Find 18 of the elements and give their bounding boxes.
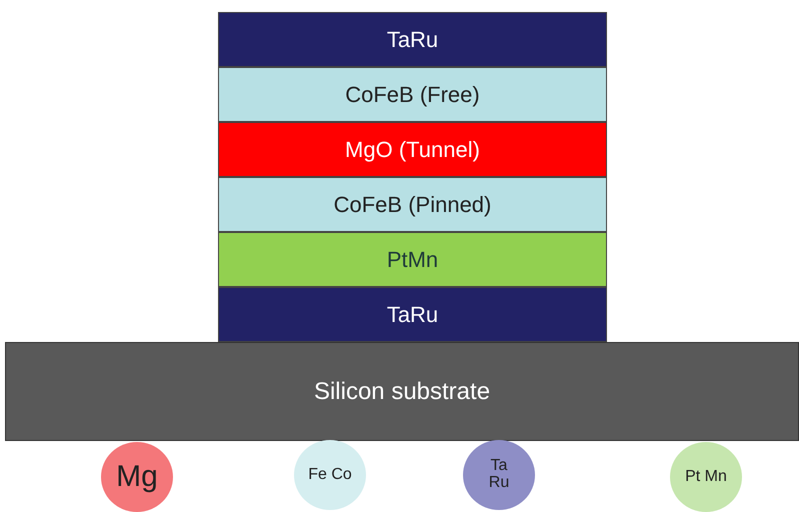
layer-band bbox=[218, 67, 607, 122]
layer-band bbox=[218, 287, 607, 342]
layer-label: MgO (Tunnel) bbox=[345, 136, 480, 162]
layer-band bbox=[218, 122, 607, 177]
layer-band bbox=[218, 12, 607, 67]
substrate-block bbox=[5, 342, 799, 441]
layer-label: TaRu bbox=[386, 302, 438, 328]
layer-label: PtMn bbox=[386, 246, 438, 272]
element-label: Fe Co bbox=[308, 466, 352, 484]
element-label: Mg bbox=[116, 460, 158, 494]
layer-label: TaRu bbox=[386, 26, 438, 52]
element-label: Pt Mn bbox=[685, 468, 727, 486]
layer-label: CoFeB (Pinned) bbox=[334, 192, 492, 218]
substrate-label: Silicon substrate bbox=[314, 378, 490, 406]
layer-band bbox=[218, 232, 607, 287]
layer-label: CoFeB (Free) bbox=[345, 82, 480, 108]
element-label: Ta Ru bbox=[488, 458, 510, 492]
layer-band bbox=[218, 177, 607, 232]
